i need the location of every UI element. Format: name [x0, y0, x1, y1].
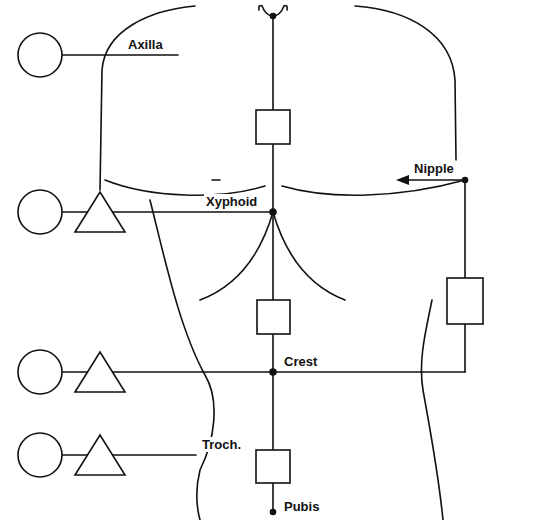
- landmark-label: Axilla: [126, 37, 165, 52]
- landmark-label: Troch.: [200, 437, 243, 452]
- blank-square: [257, 300, 290, 334]
- midline: [272, 16, 274, 512]
- neck-mark: [259, 6, 262, 11]
- leader-line: [62, 54, 178, 56]
- blank-triangle: [75, 435, 125, 475]
- landmark-dot: [270, 369, 276, 375]
- blank-triangle: [75, 352, 125, 392]
- blank-square: [256, 110, 290, 144]
- rib-curve: [273, 212, 345, 300]
- blank-circle: [18, 33, 62, 77]
- leader-line: [404, 179, 465, 181]
- arrowhead: [396, 175, 409, 185]
- body-outline: [355, 6, 456, 160]
- blank-square: [447, 278, 483, 324]
- leader-line: [464, 180, 466, 372]
- body-outline: [421, 300, 443, 520]
- blank-square: [256, 450, 290, 483]
- landmark-dot: [270, 209, 276, 215]
- tick-mark: [212, 179, 220, 181]
- landmark-label: Pubis: [282, 499, 321, 514]
- body-outline: [100, 6, 195, 190]
- chest-curve: [105, 180, 265, 195]
- landmark-dot: [271, 14, 276, 19]
- blank-circle: [18, 190, 62, 234]
- chest-curve: [282, 180, 465, 195]
- landmark-dot: [463, 178, 468, 183]
- blank-circle: [18, 433, 62, 477]
- landmark-label: Xyphoid: [204, 194, 259, 209]
- neck-mark: [284, 6, 287, 11]
- blank-circle: [18, 350, 62, 394]
- landmark-dot: [271, 510, 276, 515]
- leader-line: [62, 371, 465, 373]
- leader-line: [62, 454, 196, 456]
- landmark-label: Crest: [282, 354, 319, 369]
- landmark-label: Nipple: [412, 161, 456, 176]
- body-outline: [150, 200, 214, 520]
- blank-triangle: [75, 192, 125, 232]
- rib-curve: [200, 212, 273, 300]
